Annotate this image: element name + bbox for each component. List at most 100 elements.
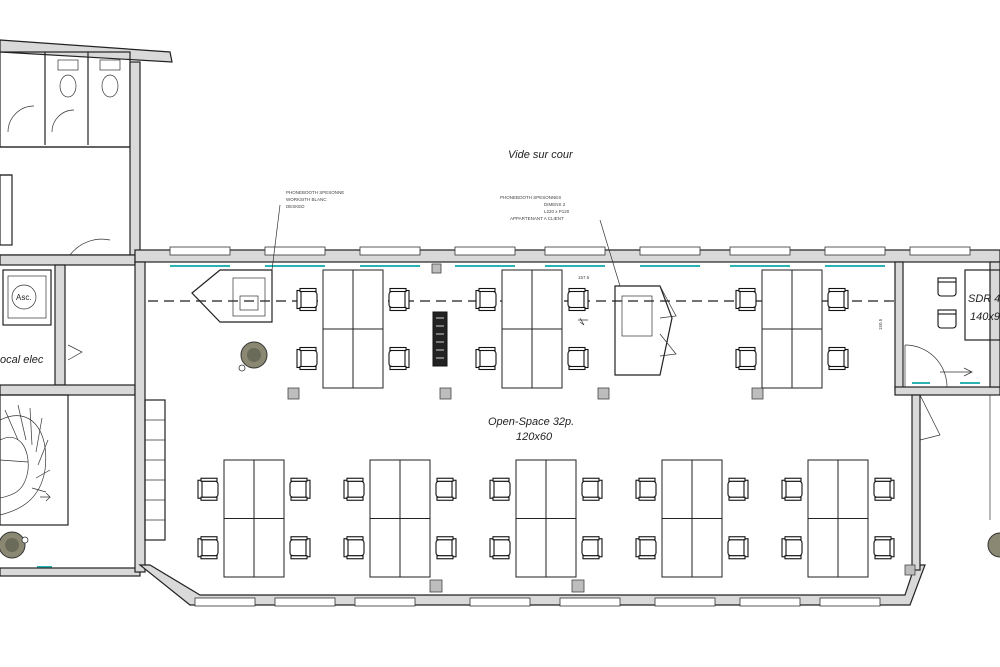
corridor [0, 174, 136, 266]
desk [691, 518, 723, 578]
chair [567, 346, 589, 371]
desk [253, 518, 285, 578]
chair [435, 536, 457, 560]
desk [807, 518, 839, 578]
chair [873, 477, 895, 501]
top-windows [169, 246, 971, 256]
chair [197, 477, 219, 501]
door-swing-icon [7, 105, 35, 133]
chair [435, 477, 457, 501]
staircase [0, 384, 136, 526]
desk [253, 459, 285, 519]
desk [322, 269, 354, 330]
plant-icon [987, 532, 1000, 558]
chair [388, 287, 410, 312]
desk [807, 459, 839, 519]
meeting-room: 150.5 SDR 4 140x9 [878, 269, 1000, 558]
desk-cluster [515, 459, 577, 578]
electrical-room-label: ocal elec [0, 354, 44, 366]
chair [727, 536, 749, 560]
chair [581, 536, 603, 560]
desk [223, 459, 255, 519]
desk [661, 518, 693, 578]
phonebooth-2: PHONEBOOTH SPESONNES DIMENS 2 L220 x P12… [500, 195, 677, 376]
phonebooth-2-note-line-1: PHONEBOOTH SPESONNES [500, 195, 561, 200]
desk-cluster [807, 459, 869, 578]
phonebooth-1-note-line-2: WORKSITH BLANC [286, 197, 327, 202]
restroom-block [0, 39, 173, 263]
chair [827, 287, 849, 312]
elevator: Asc. [2, 264, 66, 386]
desk [545, 518, 577, 578]
chair [296, 346, 318, 371]
columns [287, 263, 916, 593]
chair [781, 536, 803, 560]
phonebooth-1-note-line-3: DESKED [286, 204, 305, 209]
desk [791, 269, 823, 330]
desk [501, 269, 533, 330]
desk [761, 269, 793, 330]
chair [489, 536, 511, 560]
desk-cluster [501, 269, 563, 389]
courtyard-void-label: Vide sur cour [508, 149, 574, 161]
desk [661, 459, 693, 519]
desk-cluster [661, 459, 723, 578]
chair [827, 346, 849, 371]
lockers [144, 399, 166, 541]
dimension-label: 150.5 [878, 318, 883, 330]
desk-clusters [197, 269, 895, 578]
desk [837, 518, 869, 578]
chair [475, 287, 497, 312]
chair [343, 536, 365, 560]
plant-icon [238, 341, 268, 372]
desk-cluster [369, 459, 431, 578]
chair [937, 277, 957, 297]
chair [937, 309, 957, 329]
chair [581, 477, 603, 501]
chair [727, 477, 749, 501]
desk [369, 459, 401, 519]
chair [735, 346, 757, 371]
phonebooth-1: PHONEBOOTH SPESONNE WORKSITH BLANC DESKE… [191, 190, 344, 323]
desk [399, 518, 431, 578]
phonebooth-1-note-line-1: PHONEBOOTH SPESONNE [286, 190, 344, 195]
desk-cluster [322, 269, 384, 389]
desk [531, 328, 563, 389]
open-space-label: Open-Space 32p. [488, 416, 574, 428]
door-swing-icon [51, 109, 75, 133]
chair [197, 536, 219, 560]
chair [289, 477, 311, 501]
chair [735, 287, 757, 312]
dimension-label: 157.5 [578, 275, 590, 280]
elevator-label: Asc. [16, 293, 32, 302]
toilet-1-icon [57, 59, 79, 98]
open-space-desk-size: 120x60 [516, 431, 553, 443]
phonebooth-2-note-line-2: DIMENS 2 [544, 202, 566, 207]
desk [369, 518, 401, 578]
desk [501, 328, 533, 389]
desk [399, 459, 431, 519]
chair [635, 477, 657, 501]
chair [343, 477, 365, 501]
desk-cluster [223, 459, 285, 578]
chair [475, 346, 497, 371]
chair [289, 536, 311, 560]
plant-icon [0, 531, 29, 559]
desk [515, 518, 547, 578]
door-swing-icon [67, 344, 83, 361]
meeting-room-label: SDR 4 [968, 293, 1000, 305]
toilet-2-icon [99, 59, 121, 98]
desk [691, 459, 723, 519]
desk [531, 269, 563, 330]
chair [567, 287, 589, 312]
desk [352, 269, 384, 330]
meeting-room-desk-size: 140x9 [970, 311, 1000, 323]
desk [837, 459, 869, 519]
desk-cluster [761, 269, 823, 389]
storage-unit [432, 311, 448, 367]
desk [352, 328, 384, 389]
chair [489, 477, 511, 501]
desk [322, 328, 354, 389]
